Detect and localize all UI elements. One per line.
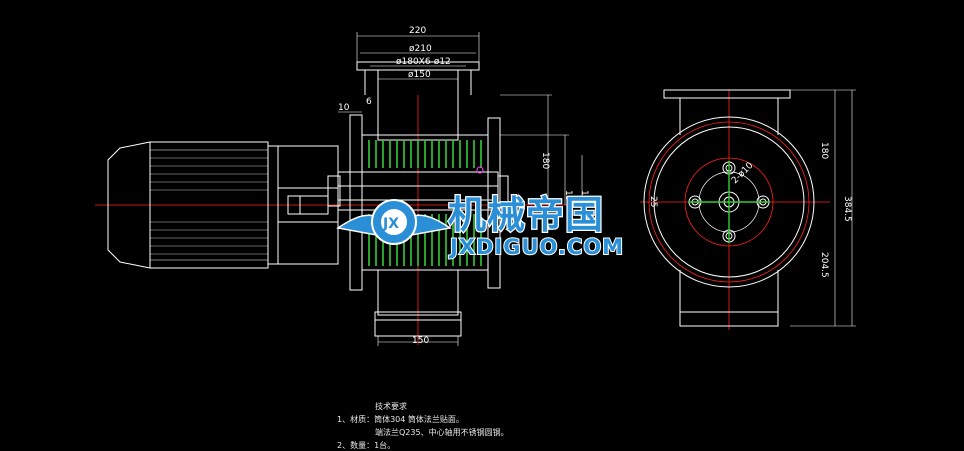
notes-line-1: 1、材质：筒体304 筒体法兰贴面。	[337, 415, 464, 424]
watermark-cn: 机械帝国	[448, 193, 604, 237]
motor	[107, 141, 339, 269]
dim-180-side: 180	[540, 152, 550, 169]
dim-10: 10	[338, 103, 350, 113]
side-view-green	[688, 161, 770, 243]
watermark-logo: JX	[336, 199, 452, 245]
dim-6: 6	[366, 97, 372, 107]
dim-384-5: 384.5	[842, 196, 852, 222]
dim-180-right: 180	[819, 142, 829, 159]
dim-150-top: ø150	[408, 70, 431, 80]
notes-line-3: 2、数量：1台。	[337, 441, 396, 450]
right-dimension-lines	[790, 89, 856, 327]
dim-150-bottom: 150	[412, 336, 429, 346]
dim-side-a: 19	[563, 190, 573, 202]
dim-side-b: 19	[579, 190, 589, 202]
dim-210: ø210	[409, 44, 432, 54]
watermark-badge: JX	[382, 216, 399, 232]
dim-220: 220	[409, 26, 426, 36]
dimension-lines	[338, 32, 583, 346]
notes-title: 技术要求	[375, 402, 407, 411]
dim-25: 25	[648, 196, 658, 207]
side-view-red	[648, 121, 810, 283]
technical-notes: 技术要求 1、材质：筒体304 筒体法兰贴面。 端法兰Q235、中心轴用不锈钢圆…	[337, 400, 509, 451]
notes-line-2: 端法兰Q235、中心轴用不锈钢圆钢。	[375, 428, 509, 437]
watermark-en: JXDIGUO.COM	[448, 235, 624, 259]
main-section	[327, 61, 509, 337]
dim-204-5: 204.5	[819, 252, 829, 278]
dim-180x6: ø180X6-ø12	[396, 57, 451, 67]
pink-marker	[476, 166, 484, 174]
